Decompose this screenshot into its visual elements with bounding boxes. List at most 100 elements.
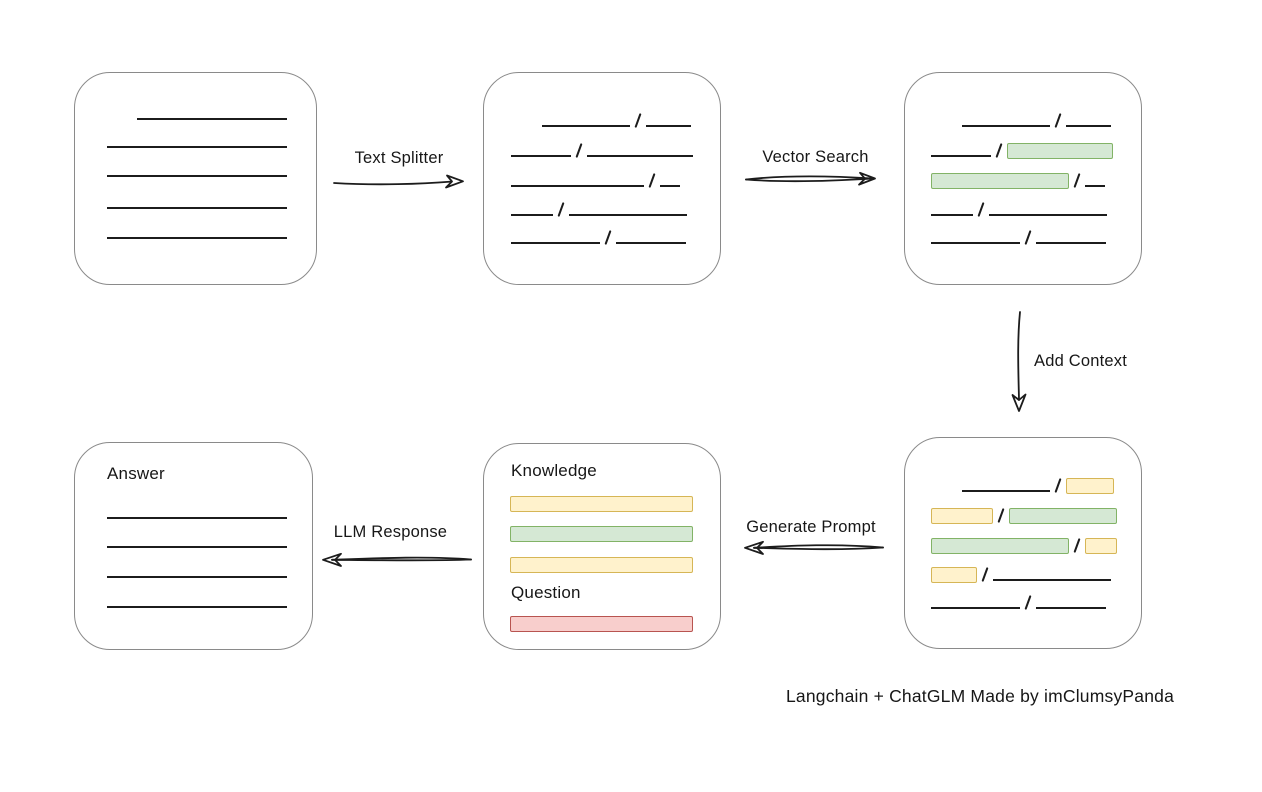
text-line — [962, 490, 1050, 492]
text-line — [569, 214, 687, 216]
arrow-shaft — [745, 175, 874, 181]
split-chunks-box — [483, 72, 721, 285]
slash-separator — [1054, 113, 1062, 128]
doc-row — [107, 132, 287, 150]
arrow-shaft — [331, 558, 472, 562]
text-line — [107, 517, 287, 519]
text-line — [137, 118, 287, 120]
source-document-box — [74, 72, 317, 285]
doc-row — [510, 524, 693, 542]
doc-row — [107, 193, 287, 211]
text-line — [931, 242, 1020, 244]
doc-row — [511, 141, 693, 159]
text-line — [931, 214, 973, 216]
llm-response-label: LLM Response — [333, 523, 448, 541]
green-highlight-chunk — [931, 173, 1069, 189]
doc-row — [931, 141, 1113, 159]
text-line — [107, 606, 287, 608]
text-line — [587, 155, 693, 157]
doc-row — [107, 532, 287, 550]
doc-row — [511, 228, 686, 246]
text-line — [511, 214, 553, 216]
red-highlight-chunk — [510, 616, 693, 632]
yellow-highlight-chunk — [510, 557, 693, 573]
answer-label: Answer — [107, 464, 165, 483]
doc-row — [931, 593, 1106, 611]
text-line — [107, 207, 287, 209]
yellow-highlight-chunk — [510, 496, 693, 512]
text-line — [1036, 242, 1106, 244]
yellow-highlight-chunk — [1085, 538, 1117, 554]
slash-separator — [997, 508, 1005, 523]
knowledge-label: Knowledge — [511, 461, 597, 480]
slash-separator — [1073, 173, 1081, 188]
yellow-highlight-chunk — [931, 508, 993, 524]
llm-response-arrow-icon — [322, 552, 472, 567]
text-line — [989, 214, 1107, 216]
text-splitter-arrow-icon — [333, 174, 464, 189]
text-line — [616, 242, 686, 244]
vector-search-arrow-icon — [745, 171, 876, 186]
green-highlight-chunk — [1009, 508, 1117, 524]
yellow-highlight-chunk — [931, 567, 977, 583]
add-context-arrow-icon — [1011, 311, 1027, 412]
arrow-shaft — [1017, 311, 1021, 401]
add-context-label: Add Context — [1034, 352, 1128, 370]
text-line — [107, 576, 287, 578]
slash-separator — [1024, 230, 1032, 245]
green-highlight-chunk — [1007, 143, 1113, 159]
slash-separator — [634, 113, 642, 128]
text-line — [962, 125, 1050, 127]
text-line — [646, 125, 691, 127]
slash-separator — [981, 567, 989, 582]
slash-separator — [1054, 478, 1062, 493]
arrow-shaft — [333, 180, 452, 186]
green-highlight-chunk — [510, 526, 693, 542]
text-line — [107, 546, 287, 548]
arrow-head — [744, 540, 764, 555]
text-line — [660, 185, 680, 187]
prompt-box: Knowledge Question — [483, 443, 721, 650]
doc-row — [931, 200, 1107, 218]
slash-separator — [604, 230, 612, 245]
generate-prompt-arrow-icon — [744, 540, 884, 555]
slash-separator — [1024, 595, 1032, 610]
text-line — [542, 125, 630, 127]
slash-separator — [995, 143, 1003, 158]
doc-row — [931, 476, 1114, 494]
arrow-shaft — [753, 546, 884, 551]
text-line — [1036, 607, 1106, 609]
arrow-head — [1011, 393, 1027, 412]
arrow-head — [445, 174, 464, 189]
text-line — [1066, 125, 1111, 127]
slash-separator — [575, 143, 583, 158]
doc-row — [107, 161, 287, 179]
text-line — [931, 155, 991, 157]
doc-row — [107, 562, 287, 580]
text-line — [107, 175, 287, 177]
doc-row — [510, 555, 693, 573]
text-splitter-label: Text Splitter — [354, 149, 444, 167]
doc-row — [107, 503, 287, 521]
doc-row — [510, 614, 693, 632]
arrow-shaft — [753, 544, 884, 549]
doc-row — [931, 506, 1117, 524]
doc-row — [931, 536, 1117, 554]
doc-row — [931, 565, 1111, 583]
doc-row — [511, 200, 687, 218]
text-line — [1085, 185, 1105, 187]
doc-row — [107, 592, 287, 610]
text-line — [107, 146, 287, 148]
arrow-head — [322, 552, 342, 567]
vector-search-label: Vector Search — [762, 148, 869, 166]
text-line — [931, 607, 1020, 609]
slash-separator — [1073, 538, 1081, 553]
green-highlight-chunk — [931, 538, 1069, 554]
question-label: Question — [511, 583, 581, 602]
matched-chunks-box — [904, 72, 1142, 285]
doc-row — [107, 223, 287, 241]
arrow-shaft — [745, 177, 874, 183]
text-line — [107, 237, 287, 239]
doc-row — [931, 228, 1106, 246]
